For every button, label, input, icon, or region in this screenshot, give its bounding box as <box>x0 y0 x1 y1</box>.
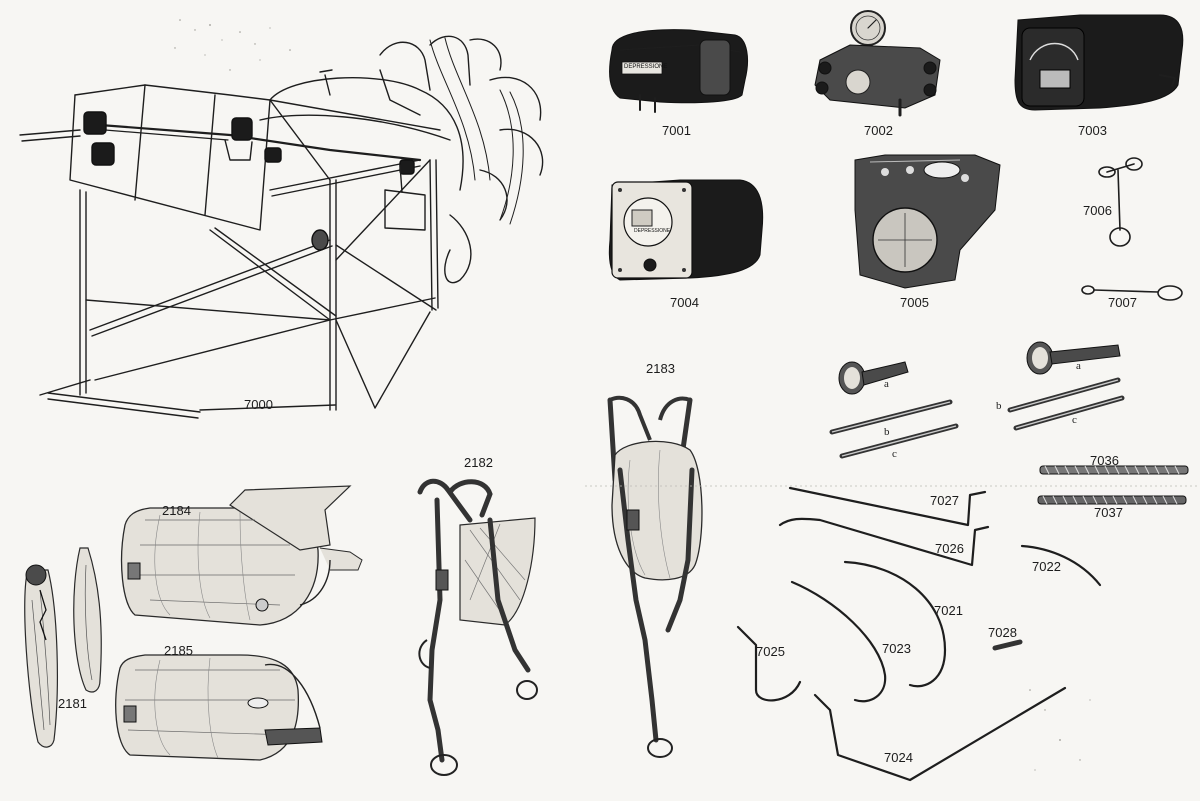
harness-2183-illustration <box>607 395 703 758</box>
label-7023: 7023 <box>882 641 911 656</box>
label-7006: 7006 <box>1083 203 1112 218</box>
hose-7036-illustration <box>1039 465 1189 475</box>
instrument-7004-illustration <box>608 179 764 281</box>
label-7022: 7022 <box>1032 559 1061 574</box>
label-7028: 7028 <box>988 625 1017 640</box>
tube-7022-illustration <box>1020 544 1102 587</box>
instrument-7001-plate-text: DEPRESSIONE <box>624 64 668 70</box>
sublabel-left-b: b <box>884 426 890 438</box>
label-7001: 7001 <box>662 123 691 138</box>
tube-7023-illustration <box>790 580 887 703</box>
label-7024: 7024 <box>884 750 913 765</box>
tube-7026-illustration <box>778 517 990 567</box>
hose-7037-illustration <box>1037 495 1187 505</box>
tube-7027-illustration <box>788 486 987 527</box>
label-7005: 7005 <box>900 295 929 310</box>
label-7004: 7004 <box>670 295 699 310</box>
label-2184: 2184 <box>162 503 191 518</box>
label-7021: 7021 <box>934 603 963 618</box>
sublabel-left-c: c <box>892 448 897 460</box>
label-7037: 7037 <box>1094 505 1123 520</box>
bracket-7007-illustration <box>1081 285 1183 301</box>
nozzle-set-right-illustration <box>1007 341 1125 431</box>
label-2181: 2181 <box>58 696 87 711</box>
instrument-7004-plate-text: DEPRESSIONE <box>634 228 671 234</box>
label-7000: 7000 <box>244 397 273 412</box>
instrument-7002-illustration <box>814 10 941 117</box>
sublabel-right-a: a <box>1076 360 1081 372</box>
bracket-7006-illustration <box>1098 157 1143 247</box>
tube-7021-illustration <box>843 560 947 688</box>
item-2181-illustration <box>24 547 102 748</box>
label-7027: 7027 <box>930 493 959 508</box>
label-7026: 7026 <box>935 541 964 556</box>
tube-7028-illustration <box>992 639 1023 651</box>
sublabel-left-a: a <box>884 378 889 390</box>
fuselage-frame-illustration <box>19 35 544 419</box>
label-7007: 7007 <box>1108 295 1137 310</box>
item-2184-illustration <box>120 485 363 626</box>
tube-7024-illustration <box>813 686 1067 782</box>
item-2185-illustration <box>115 654 323 761</box>
label-7003: 7003 <box>1078 123 1107 138</box>
label-7002: 7002 <box>864 123 893 138</box>
instrument-7001-illustration <box>609 29 748 113</box>
label-2183: 2183 <box>646 361 675 376</box>
label-7036: 7036 <box>1090 453 1119 468</box>
label-7025: 7025 <box>756 644 785 659</box>
harness-2182-illustration <box>417 478 538 776</box>
sublabel-right-c: c <box>1072 414 1077 426</box>
nozzle-set-left-illustration <box>829 361 959 459</box>
instrument-7005-illustration <box>854 154 1001 289</box>
instrument-7003-illustration <box>1014 14 1184 111</box>
paper-speckle <box>174 19 1091 771</box>
tube-7025-illustration <box>736 625 802 702</box>
label-2185: 2185 <box>164 643 193 658</box>
sublabel-right-b: b <box>996 400 1002 412</box>
label-2182: 2182 <box>464 455 493 470</box>
